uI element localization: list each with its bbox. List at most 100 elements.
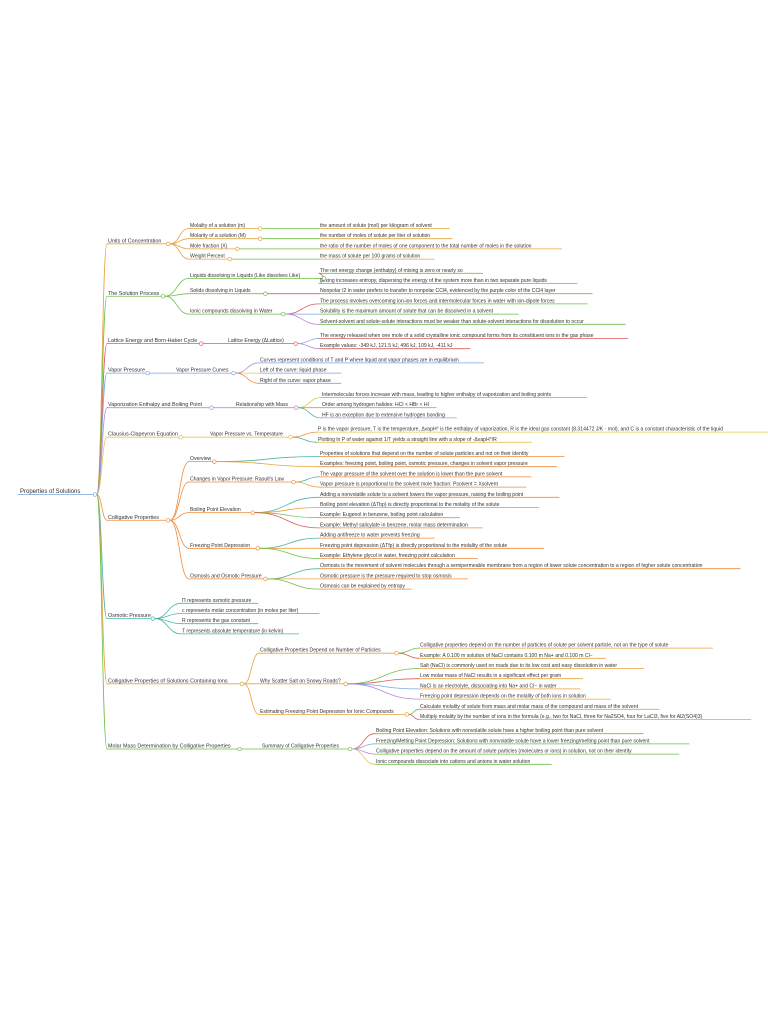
branch-node[interactable]: Units of Concentration [108, 238, 161, 244]
leaf-node[interactable]: The process involves overcoming ion-ion … [320, 298, 555, 304]
leaf-node[interactable]: Calculate molality of solute from mass a… [420, 704, 639, 710]
branch-node[interactable]: Colligative Properties of Solutions Cont… [108, 678, 228, 684]
branch-node[interactable]: Vaporization Enthalpy and Boiling Point [108, 402, 203, 408]
collapse-toggle-dot[interactable] [227, 256, 232, 262]
leaf-node[interactable]: Curves represent conditions of T and P w… [260, 357, 459, 363]
collapse-toggle-dot[interactable] [281, 311, 286, 317]
leaf-node[interactable]: The energy released when one mole of a s… [320, 333, 594, 339]
leaf-node[interactable]: Order among hydrogen halides: HCl < HBr … [322, 402, 429, 408]
leaf-node[interactable]: Adding a nonvolatile solute to a solvent… [320, 492, 524, 498]
collapse-toggle-dot[interactable] [258, 236, 263, 241]
collapse-toggle-dot[interactable] [293, 341, 298, 346]
leaf-node[interactable]: Boiling Point Elevation: Solutions with … [376, 728, 604, 734]
leaf-node[interactable]: P is the vapor pressure, T is the temper… [318, 427, 723, 433]
leaf-node[interactable]: c represents molar concentration (in mol… [182, 608, 299, 614]
collapse-toggle-dot[interactable] [150, 616, 155, 621]
collapse-toggle-dot[interactable] [394, 651, 399, 656]
collapse-toggle-dot[interactable] [343, 681, 348, 686]
collapse-toggle-dot[interactable] [160, 294, 166, 299]
leaf-node[interactable]: Left of the curve: liquid phase [260, 368, 327, 374]
topic-node[interactable]: Why Scatter Salt on Snowy Roads? [260, 678, 341, 684]
topic-node[interactable]: Ionic compounds dissolving in Water [190, 309, 273, 315]
topic-node[interactable]: Changes in Vapor Pressure: Raoult's Law [190, 477, 284, 483]
collapse-toggle-dot[interactable] [321, 276, 327, 281]
collapse-toggle-dot[interactable] [404, 712, 409, 717]
collapse-toggle-dot[interactable] [145, 370, 150, 376]
leaf-node[interactable]: Nonpolar I2 in water prefers to transfer… [320, 288, 556, 294]
collapse-toggle-dot[interactable] [258, 226, 263, 231]
root-collapse-dot[interactable] [92, 492, 98, 497]
leaf-node[interactable]: NaCl is an electrolyte, dissociating int… [420, 683, 557, 689]
collapse-toggle-dot[interactable] [348, 746, 353, 752]
collapse-toggle-dot[interactable] [239, 681, 245, 686]
branch-node[interactable]: The Solution Process [108, 291, 160, 297]
branch-node[interactable]: Colligative Properties [108, 515, 159, 521]
leaf-node[interactable]: Properties of solutions that depend on t… [320, 451, 529, 457]
leaf-node[interactable]: T represents absolute temperature (in ke… [182, 628, 284, 634]
leaf-node[interactable]: the amount of solute (mol) per kilogram … [320, 223, 432, 229]
topic-node[interactable]: Molarity of a solution (M) [190, 233, 246, 239]
topic-node[interactable]: Summary of Colligative Properties [262, 744, 339, 750]
leaf-node[interactable]: HF is an exception due to extensive hydr… [322, 412, 445, 418]
topic-node[interactable]: Weight Percent [190, 254, 225, 260]
collapse-toggle-dot[interactable] [250, 510, 255, 515]
leaf-node[interactable]: Vapor pressure is proportional to the so… [320, 482, 498, 488]
leaf-node[interactable]: Boiling point elevation (ΔTbp) is direct… [320, 502, 500, 508]
leaf-node[interactable]: Examples: freezing point, boiling point,… [320, 461, 528, 467]
leaf-node[interactable]: The net energy change (enthalpy) of mixi… [320, 268, 463, 274]
topic-node[interactable]: Mole fraction (X) [190, 243, 228, 249]
topic-node[interactable]: Colligative Properties Depend on Number … [260, 648, 381, 654]
topic-node[interactable]: Vapor Pressure Curves [176, 368, 229, 374]
collapse-toggle-dot[interactable] [255, 546, 260, 551]
leaf-node[interactable]: Solvent-solvent and solute-solute intera… [320, 319, 584, 325]
collapse-toggle-dot[interactable] [231, 370, 236, 376]
collapse-toggle-dot[interactable] [235, 246, 240, 252]
topic-node[interactable]: Boiling Point Elevation [190, 507, 241, 513]
collapse-toggle-dot[interactable] [291, 479, 296, 485]
leaf-node[interactable]: The vapor pressure of the solvent over t… [320, 471, 503, 477]
leaf-node[interactable]: Π represents osmotic pressure [182, 598, 252, 604]
collapse-toggle-dot[interactable] [165, 241, 171, 246]
collapse-toggle-dot[interactable] [263, 291, 268, 296]
topic-node[interactable]: Freezing Point Depression [190, 543, 250, 549]
leaf-node[interactable]: Example: Ethylene glycol in water, freez… [320, 553, 455, 559]
collapse-toggle-dot[interactable] [293, 405, 299, 410]
leaf-node[interactable]: Freezing/Melting Point Depression: Solut… [376, 738, 650, 744]
root-node[interactable]: Properties of Solutions [20, 489, 80, 495]
leaf-node[interactable]: Colligative properties depend on the num… [420, 643, 668, 649]
collapse-toggle-dot[interactable] [263, 576, 268, 582]
leaf-node[interactable]: Example: Eugenol in benzene, boiling poi… [320, 512, 443, 518]
leaf-node[interactable]: Example values: -349 kJ, 121.5 kJ, 496 k… [320, 343, 453, 349]
leaf-node[interactable]: Example: A 0.100 m solution of NaCl cont… [420, 653, 593, 659]
leaf-node[interactable]: Osmotic pressure is the pressure require… [320, 573, 452, 579]
leaf-node[interactable]: Ionic compounds dissociate into cations … [376, 759, 530, 765]
leaf-node[interactable]: Freezing point depression depends on the… [420, 694, 586, 700]
leaf-node[interactable]: R represents the gas constant [182, 618, 251, 624]
collapse-toggle-dot[interactable] [209, 405, 214, 410]
leaf-node[interactable]: Multiply molality by the number of ions … [420, 714, 703, 720]
collapse-toggle-dot[interactable] [288, 435, 293, 440]
leaf-node[interactable]: Osmosis is the movement of solvent molec… [320, 563, 703, 569]
topic-node[interactable]: Relationship with Mass [236, 402, 289, 408]
collapse-toggle-dot[interactable] [199, 341, 204, 346]
leaf-node[interactable]: Freezing point depression (ΔTfp) is dire… [320, 543, 507, 549]
leaf-node[interactable]: Solubility is the maximum amount of solu… [320, 309, 494, 315]
topic-node[interactable]: Molality of a solution (m) [190, 223, 246, 229]
leaf-node[interactable]: the number of moles of solute per liter … [320, 233, 430, 239]
topic-node[interactable]: Overview [190, 456, 212, 462]
collapse-toggle-dot[interactable] [212, 459, 217, 464]
leaf-node[interactable]: Low molar mass of NaCl results in a sign… [420, 673, 561, 679]
branch-node[interactable]: Osmotic Pressure [108, 613, 151, 619]
topic-node[interactable]: Estimating Freezing Point Depression for… [260, 709, 394, 715]
topic-node[interactable]: Solids dissolving in Liquids [190, 288, 251, 294]
leaf-node[interactable]: the ratio of the number of moles of one … [320, 243, 532, 249]
leaf-node[interactable]: Mixing increases entropy, dispersing the… [320, 278, 547, 284]
leaf-node[interactable]: Example: Methyl salicylate in benzene, m… [320, 522, 468, 528]
topic-node[interactable]: Vapor Pressure vs. Temperature [210, 432, 283, 438]
topic-node[interactable]: Liquids dissolving in Liquids (Like diss… [190, 273, 300, 279]
collapse-toggle-dot[interactable] [165, 518, 171, 523]
topic-node[interactable]: Osmosis and Osmotic Pressure [190, 573, 262, 579]
branch-node[interactable]: Clausius-Clapeyron Equation [108, 432, 178, 438]
collapse-toggle-dot[interactable] [237, 746, 242, 752]
collapse-toggle-dot[interactable] [178, 435, 184, 440]
